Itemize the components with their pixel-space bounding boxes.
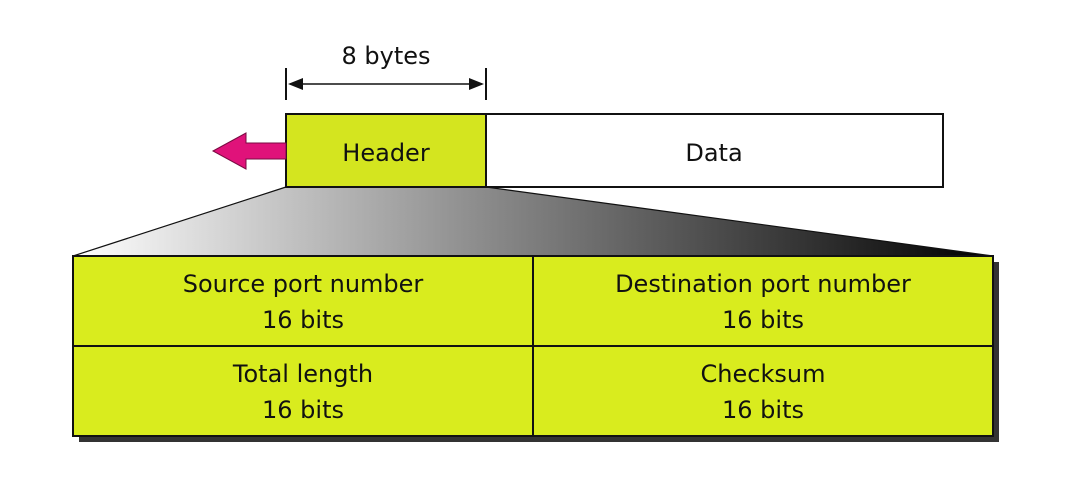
header-expansion-fan (73, 187, 993, 256)
field-name: Source port number (183, 270, 424, 298)
field-name: Checksum (701, 360, 826, 388)
field-cell-destination-port: Destination port number 16 bits (615, 270, 911, 334)
header-block (285, 113, 487, 188)
packet: Header Data (285, 113, 944, 188)
header-fields-table: Source port number 16 bits Destination p… (72, 255, 999, 442)
field-cell-total-length: Total length 16 bits (232, 360, 373, 424)
data-label: Data (685, 139, 742, 167)
span-left-arrowhead (288, 78, 303, 90)
byte-span-dimension: 8 bytes (285, 42, 487, 100)
field-size: 16 bits (722, 396, 804, 424)
field-cell-checksum: Checksum 16 bits (701, 360, 826, 424)
data-block (485, 113, 944, 188)
span-right-arrowhead (469, 78, 484, 90)
field-size: 16 bits (722, 306, 804, 334)
field-size: 16 bits (262, 396, 344, 424)
header-label: Header (342, 139, 430, 167)
field-name: Destination port number (615, 270, 911, 298)
span-label: 8 bytes (341, 42, 430, 70)
field-cell-source-port: Source port number 16 bits (183, 270, 424, 334)
field-name: Total length (232, 360, 373, 388)
direction-arrow-icon (211, 132, 287, 170)
field-size: 16 bits (262, 306, 344, 334)
